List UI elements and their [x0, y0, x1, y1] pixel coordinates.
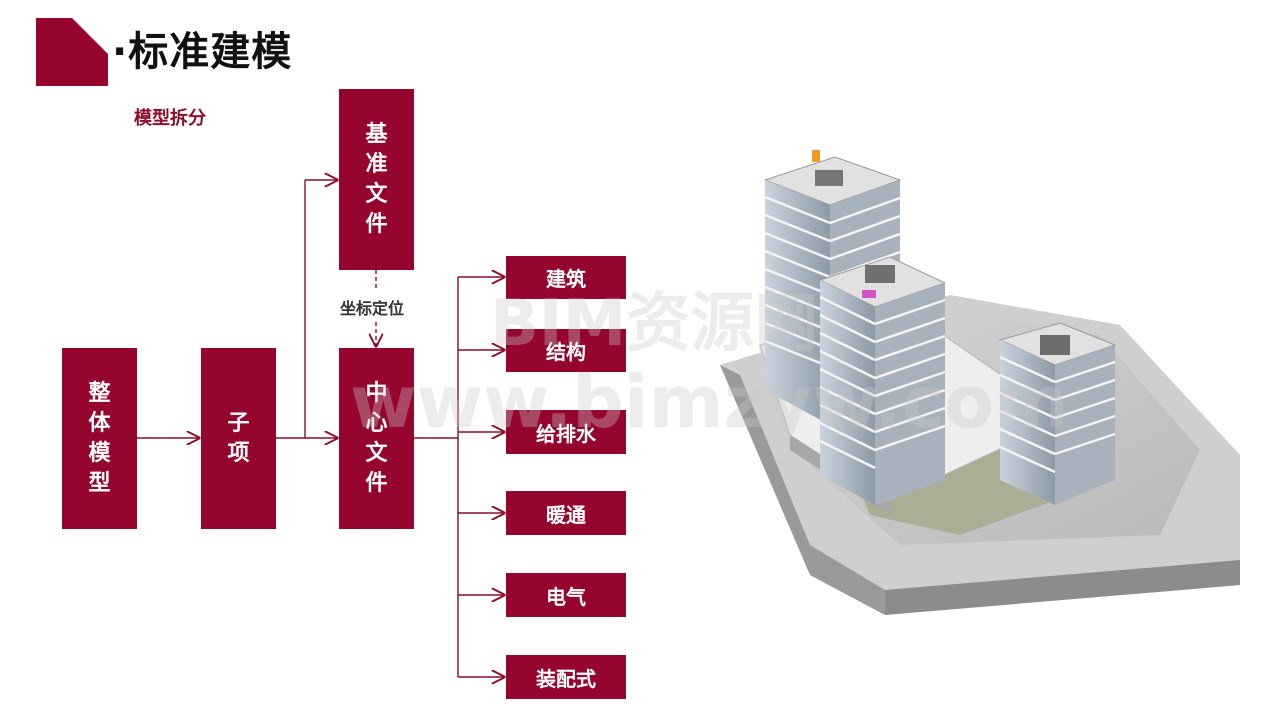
whole-model-char: 模	[88, 440, 111, 466]
whole-model-box: 整 体 模 型	[62, 348, 137, 529]
center-file-char: 中	[365, 380, 388, 406]
discipline-structure: 结构	[506, 329, 626, 372]
subitem-char: 项	[227, 440, 250, 466]
reference-file-char: 件	[365, 211, 388, 237]
reference-file-char: 准	[365, 151, 388, 177]
center-file-box: 中 心 文 件	[339, 348, 414, 529]
discipline-hvac: 暖通	[506, 491, 626, 535]
center-file-char: 件	[365, 470, 388, 496]
page-subtitle: 模型拆分	[134, 108, 206, 129]
discipline-prefabricated: 装配式	[506, 655, 626, 699]
building-model-illustration	[720, 150, 1240, 615]
whole-model-char: 体	[88, 410, 111, 436]
coordinate-label: 坐标定位	[340, 299, 405, 318]
title-accent-shape	[36, 18, 108, 86]
discipline-plumbing: 给排水	[506, 410, 626, 454]
subitem-char: 子	[227, 410, 250, 436]
whole-model-char: 整	[88, 380, 111, 406]
discipline-architecture: 建筑	[506, 256, 626, 299]
discipline-electrical: 电气	[506, 573, 626, 617]
reference-file-char: 文	[365, 181, 388, 207]
whole-model-char: 型	[88, 470, 111, 496]
center-file-char: 文	[365, 440, 388, 466]
subitem-box: 子 项	[201, 348, 276, 529]
reference-file-box: 基 准 文 件	[339, 89, 414, 270]
reference-file-char: 基	[365, 121, 388, 147]
center-file-char: 心	[365, 410, 388, 436]
page-title: ·标准建模	[112, 29, 293, 75]
